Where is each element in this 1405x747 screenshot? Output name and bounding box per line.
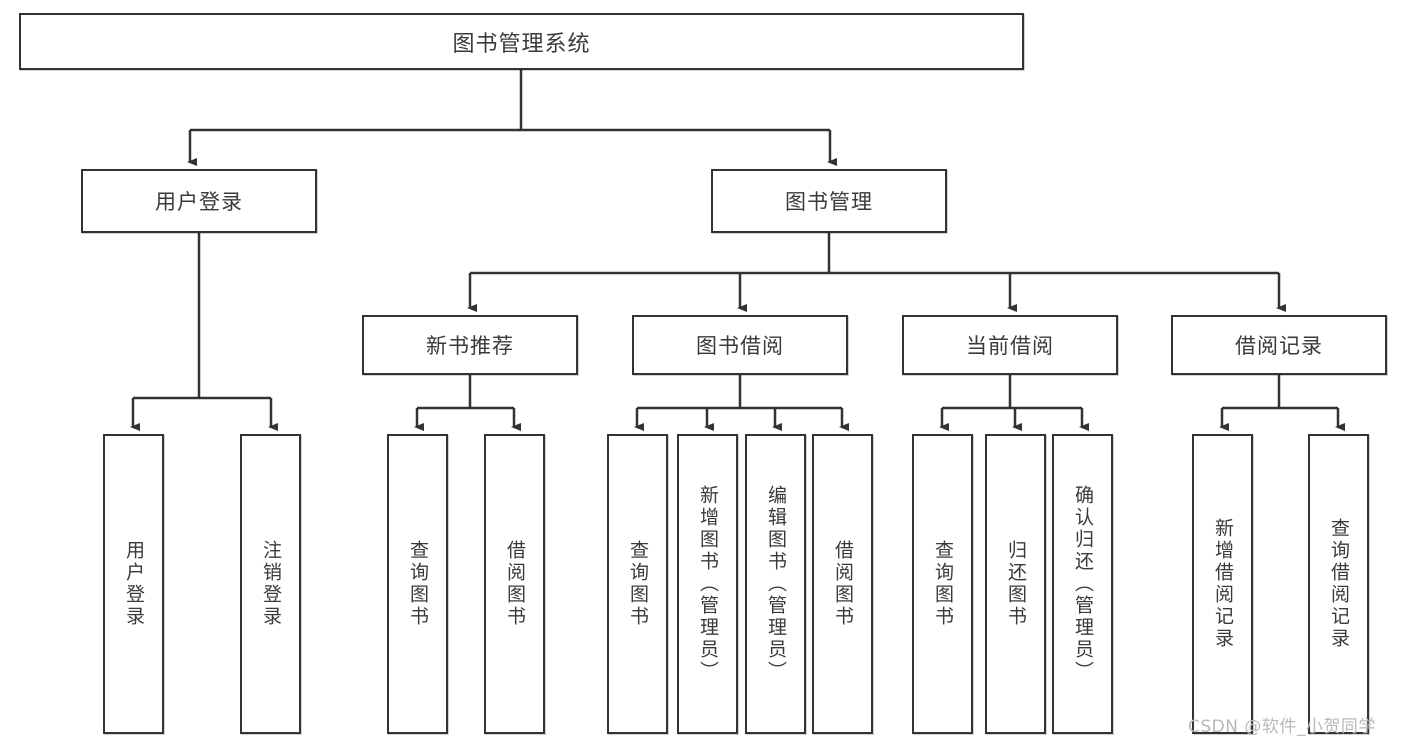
node-book-borrow-label: 图书借阅 bbox=[696, 334, 784, 358]
node-borrow-record-label: 借阅记录 bbox=[1235, 334, 1323, 358]
node-borrow-record[interactable]: 借阅记录 bbox=[1171, 315, 1387, 375]
node-leaf-query-borrow-record[interactable]: 查询借阅记录 bbox=[1308, 434, 1369, 734]
node-leaf-label: 用户登录 bbox=[123, 540, 145, 628]
node-book-management[interactable]: 图书管理 bbox=[711, 169, 947, 233]
node-leaf-label: 查询图书 bbox=[932, 540, 954, 628]
edge-borrow-record-to-leaves bbox=[1219, 375, 1345, 431]
node-leaf-label: 编辑图书（管理员） bbox=[765, 485, 787, 683]
node-leaf-query-book-current[interactable]: 查询图书 bbox=[912, 434, 973, 734]
node-book-management-label: 图书管理 bbox=[785, 190, 873, 214]
node-new-book-recommend-label: 新书推荐 bbox=[426, 334, 514, 358]
edge-book-borrow-to-leaves bbox=[634, 375, 849, 431]
node-leaf-label: 借阅图书 bbox=[832, 540, 854, 628]
node-leaf-label: 查询借阅记录 bbox=[1328, 518, 1350, 650]
node-user-login[interactable]: 用户登录 bbox=[81, 169, 317, 233]
node-leaf-borrow-book[interactable]: 借阅图书 bbox=[812, 434, 873, 734]
node-leaf-return-book[interactable]: 归还图书 bbox=[985, 434, 1046, 734]
node-leaf-user-login[interactable]: 用户登录 bbox=[103, 434, 164, 734]
node-leaf-label: 查询图书 bbox=[627, 540, 649, 628]
edge-book-mgmt-to-level3 bbox=[467, 233, 1286, 312]
node-leaf-query-book[interactable]: 查询图书 bbox=[607, 434, 668, 734]
node-leaf-label: 确认归还（管理员） bbox=[1072, 485, 1094, 683]
node-leaf-label: 新增借阅记录 bbox=[1212, 518, 1234, 650]
node-leaf-label: 借阅图书 bbox=[504, 540, 526, 628]
node-new-book-recommend[interactable]: 新书推荐 bbox=[362, 315, 578, 375]
edge-current-borrow-to-leaves bbox=[939, 375, 1089, 431]
node-leaf-add-borrow-record[interactable]: 新增借阅记录 bbox=[1192, 434, 1253, 734]
node-root-label: 图书管理系统 bbox=[452, 31, 591, 57]
node-leaf-label: 归还图书 bbox=[1005, 540, 1027, 628]
node-leaf-confirm-return-admin[interactable]: 确认归还（管理员） bbox=[1052, 434, 1113, 734]
node-leaf-query-book-rec[interactable]: 查询图书 bbox=[387, 434, 448, 734]
node-leaf-edit-book-admin[interactable]: 编辑图书（管理员） bbox=[745, 434, 806, 734]
node-book-borrow[interactable]: 图书借阅 bbox=[632, 315, 848, 375]
node-leaf-label: 注销登录 bbox=[260, 540, 282, 628]
node-leaf-add-book-admin[interactable]: 新增图书（管理员） bbox=[677, 434, 738, 734]
edge-root-to-level2 bbox=[187, 70, 837, 166]
node-current-borrow-label: 当前借阅 bbox=[966, 334, 1054, 358]
node-leaf-label: 新增图书（管理员） bbox=[697, 485, 719, 683]
node-leaf-label: 查询图书 bbox=[407, 540, 429, 628]
edge-new-book-rec-to-leaves bbox=[414, 375, 521, 431]
node-leaf-logout-login[interactable]: 注销登录 bbox=[240, 434, 301, 734]
node-leaf-borrow-book-rec[interactable]: 借阅图书 bbox=[484, 434, 545, 734]
node-user-login-label: 用户登录 bbox=[155, 190, 243, 214]
node-current-borrow[interactable]: 当前借阅 bbox=[902, 315, 1118, 375]
edge-user-login-to-leaves bbox=[130, 233, 278, 431]
node-root-system[interactable]: 图书管理系统 bbox=[19, 13, 1024, 70]
